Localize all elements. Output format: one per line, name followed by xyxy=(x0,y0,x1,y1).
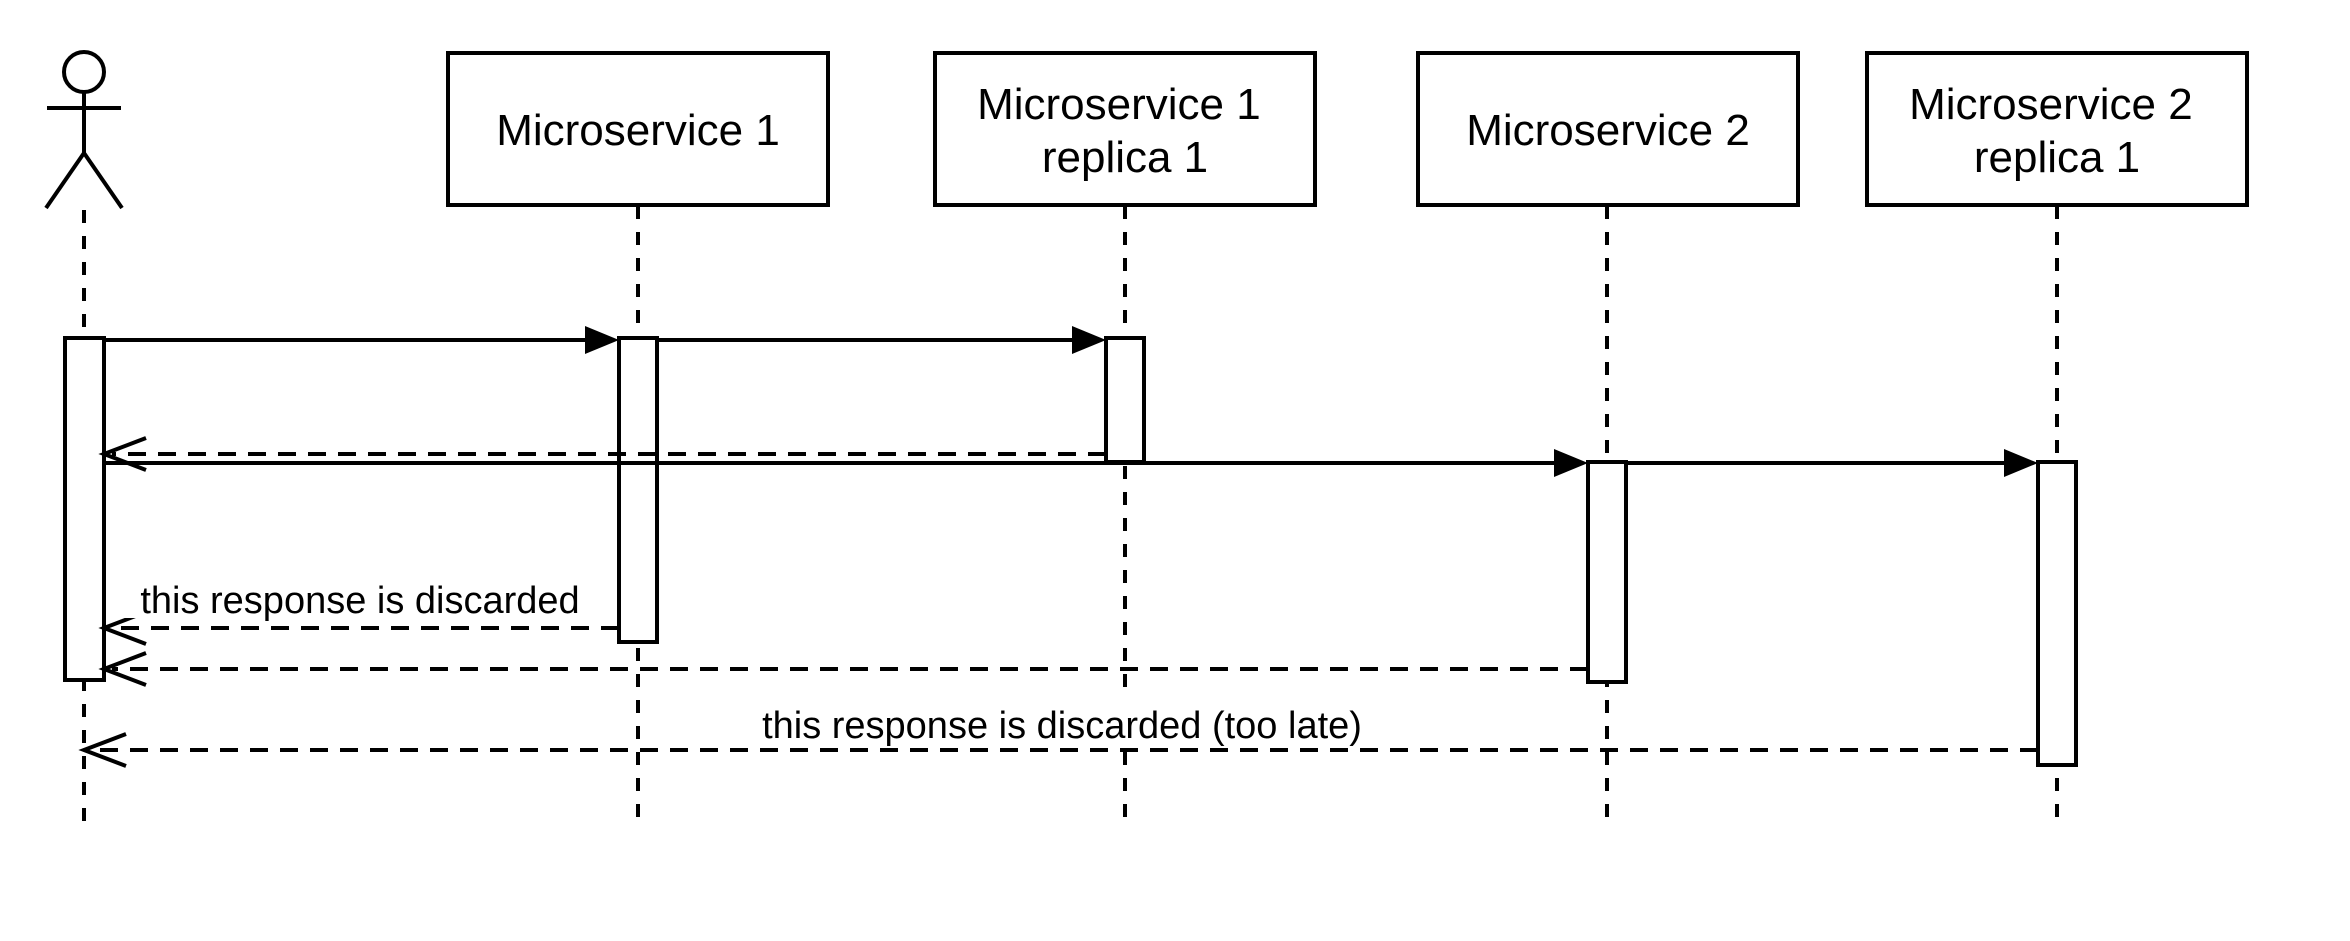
participant-label-line-1: Microservice 1 xyxy=(977,80,1261,129)
message-response-ms2-replica1-to-actor-too-late xyxy=(78,732,2038,768)
participant-rect xyxy=(446,51,830,207)
message-label-discarded: this response is discarded xyxy=(112,574,608,622)
activation-microservice-2-replica-1 xyxy=(2036,460,2078,767)
participant-label-line-2: replica 1 xyxy=(1974,133,2140,182)
open-arrowhead-icon xyxy=(78,732,127,768)
open-arrowhead-icon xyxy=(98,651,147,687)
participant-label: Microservice 1 replica 1 xyxy=(977,80,1273,182)
participant-label: Microservice 1 xyxy=(496,106,780,155)
activation-bars xyxy=(63,336,2078,767)
activation-microservice-1-replica-1 xyxy=(1104,336,1146,464)
participant-rect xyxy=(1865,51,2249,207)
participant-rect xyxy=(1416,51,1800,207)
activation-microservice-2 xyxy=(1586,460,1628,684)
message-response-ms2-to-actor xyxy=(98,651,1588,687)
activation-microservice-1 xyxy=(617,336,659,644)
filled-arrowhead-icon xyxy=(1554,449,1588,477)
message-label-discarded-too-late: this response is discarded (too late) xyxy=(724,698,1400,747)
label-background xyxy=(112,574,608,618)
participant-label: Microservice 2 xyxy=(1466,106,1750,155)
label-response-discarded: this response is discarded xyxy=(140,580,579,622)
message-request-actor-to-ms2 xyxy=(104,449,1588,477)
label-background xyxy=(724,698,1400,742)
messages xyxy=(78,326,2038,768)
participant-label-line-1: Microservice 2 xyxy=(1909,80,2193,129)
message-response-ms1-replica1-to-actor xyxy=(98,436,1106,472)
participant-boxes: Microservice 1 Microservice 1 replica 1 … xyxy=(446,51,2249,207)
message-request-ms1-to-ms1-replica1 xyxy=(657,326,1106,354)
activation-actor xyxy=(63,336,106,682)
actor-head xyxy=(62,50,106,94)
label-response-discarded-too-late: this response is discarded (too late) xyxy=(762,705,1362,747)
participant-box-microservice-1: Microservice 1 xyxy=(446,51,830,207)
message-request-ms2-to-ms2-replica1 xyxy=(1626,449,2038,477)
filled-arrowhead-icon xyxy=(585,326,619,354)
message-request-actor-to-ms1 xyxy=(104,326,619,354)
actor-right-leg xyxy=(82,151,124,210)
actor-left-leg xyxy=(44,151,86,210)
participant-rect xyxy=(933,51,1317,207)
actor-stick-figure-icon xyxy=(44,50,124,210)
filled-arrowhead-icon xyxy=(2004,449,2038,477)
participant-box-microservice-1-replica-1: Microservice 1 replica 1 xyxy=(933,51,1317,207)
participant-box-microservice-2-replica-1: Microservice 2 replica 1 xyxy=(1865,51,2249,207)
participant-label: Microservice 2 replica 1 xyxy=(1909,80,2205,182)
filled-arrowhead-icon xyxy=(1072,326,1106,354)
participant-box-microservice-2: Microservice 2 xyxy=(1416,51,1800,207)
participant-label-line-2: replica 1 xyxy=(1042,133,1208,182)
